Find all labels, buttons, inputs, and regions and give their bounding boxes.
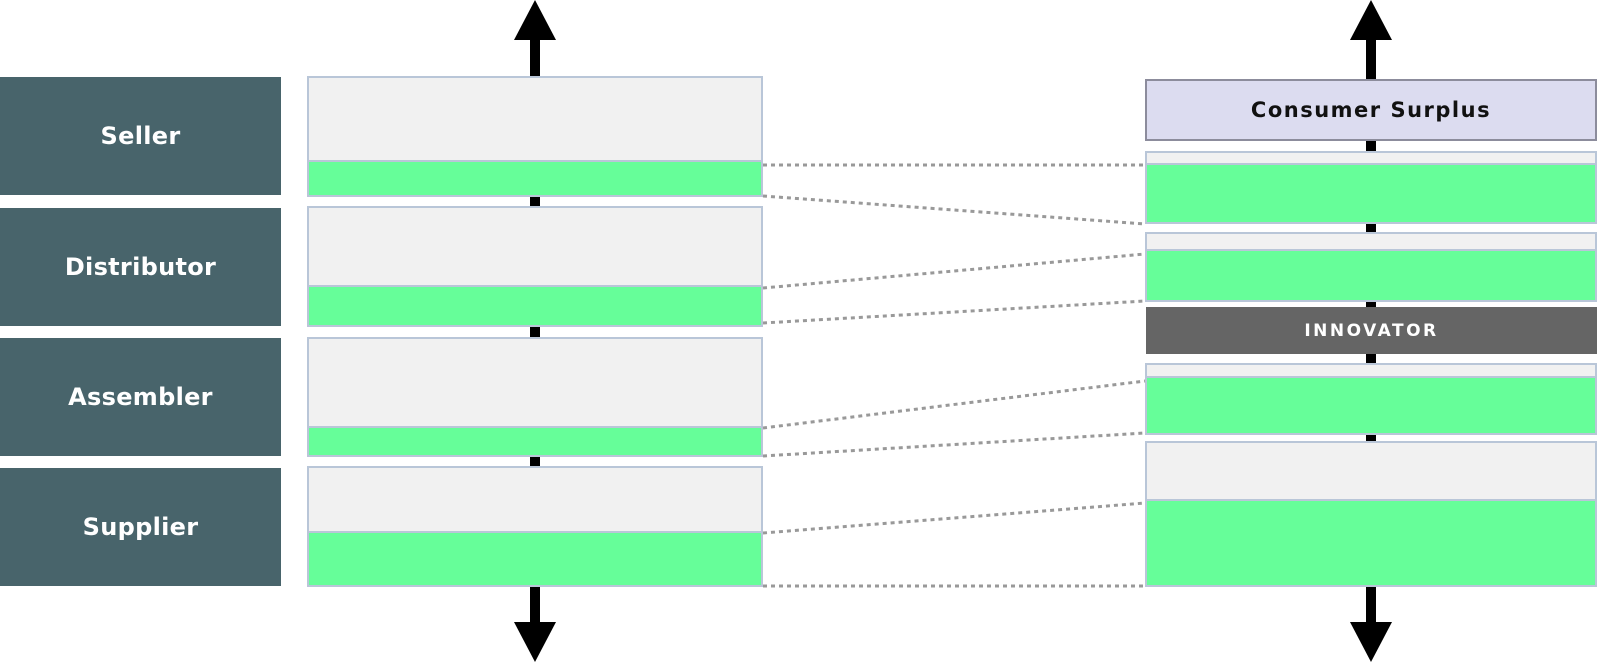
left-margin-distributor bbox=[309, 285, 761, 325]
connector-line bbox=[762, 431, 1146, 458]
right-bar-supplier bbox=[1145, 441, 1597, 587]
role-label: Assembler bbox=[68, 383, 213, 411]
right-margin-assembler bbox=[1147, 376, 1595, 433]
consumer-surplus-box: Consumer Surplus bbox=[1145, 79, 1597, 141]
role-label: Seller bbox=[100, 122, 181, 150]
role-label: Supplier bbox=[82, 513, 199, 541]
right-bar-seller bbox=[1145, 151, 1597, 224]
role-supplier: Supplier bbox=[0, 468, 281, 586]
role-seller: Seller bbox=[0, 77, 281, 195]
left-margin-supplier bbox=[309, 531, 761, 585]
connector-line bbox=[762, 379, 1146, 430]
right-margin-distributor bbox=[1147, 249, 1595, 300]
right-margin-seller bbox=[1147, 163, 1595, 222]
left-down-arrow-icon bbox=[514, 622, 556, 662]
left-up-arrow-icon bbox=[514, 0, 556, 40]
left-bar-seller bbox=[307, 76, 763, 197]
role-assembler: Assembler bbox=[0, 338, 281, 456]
role-label: Distributor bbox=[64, 253, 217, 281]
left-bar-assembler bbox=[307, 337, 763, 457]
connector-line bbox=[762, 252, 1146, 290]
right-down-arrow-icon bbox=[1350, 622, 1392, 662]
connector-line bbox=[762, 194, 1146, 226]
right-up-arrow-icon bbox=[1350, 0, 1392, 40]
connector-line bbox=[762, 299, 1146, 325]
role-distributor: Distributor bbox=[0, 208, 281, 326]
right-bar-distributor bbox=[1145, 232, 1597, 302]
innovator-label: INNOVATOR bbox=[1304, 320, 1439, 341]
right-bar-assembler bbox=[1145, 363, 1597, 435]
connector-line bbox=[762, 501, 1146, 535]
consumer-surplus-label: Consumer Surplus bbox=[1250, 98, 1492, 122]
left-bar-distributor bbox=[307, 206, 763, 327]
left-bar-supplier bbox=[307, 466, 763, 587]
innovator-box: INNOVATOR bbox=[1146, 307, 1597, 354]
left-margin-assembler bbox=[309, 426, 761, 455]
right-margin-supplier bbox=[1147, 499, 1595, 585]
left-margin-seller bbox=[309, 160, 761, 195]
